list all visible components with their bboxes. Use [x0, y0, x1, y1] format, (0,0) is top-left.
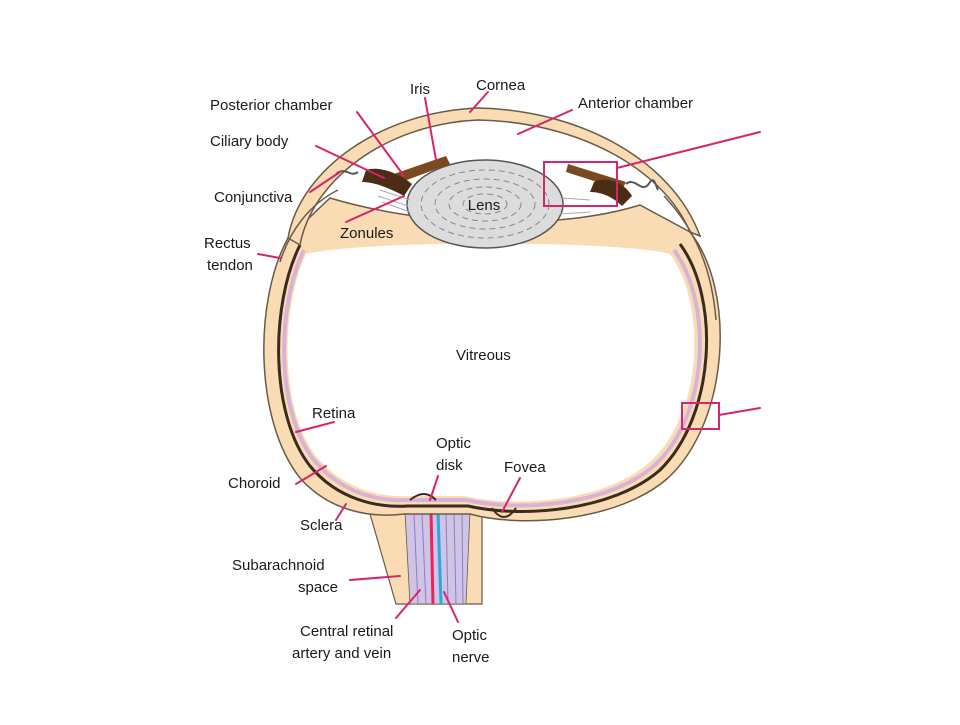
cornea	[287, 107, 702, 247]
lens	[406, 159, 564, 249]
label-retina: Retina	[312, 405, 356, 422]
label-subarachnoid-line2: space	[298, 579, 338, 596]
label-optic-disk-line1: Optic	[436, 435, 472, 452]
retina	[282, 248, 702, 508]
conjunctiva-right	[625, 179, 659, 191]
fovea	[491, 507, 517, 518]
rectus-tendon	[279, 189, 339, 263]
label-central-retinal-line2: artery and vein	[292, 645, 391, 662]
leader-fovea	[501, 477, 521, 513]
label-sclera: Sclera	[300, 517, 343, 534]
leader-conjunctiva	[309, 171, 341, 193]
label-fovea: Fovea	[504, 459, 546, 476]
label-rectus-tendon-line2: tendon	[207, 257, 253, 274]
ciliary-body-left	[362, 168, 412, 196]
leader-optic-disk	[429, 475, 439, 501]
callout-line-angle	[616, 131, 761, 169]
leader-sclera	[335, 503, 347, 521]
leader-zonules	[345, 195, 405, 223]
leader-cornea	[469, 91, 489, 113]
callout-line-retina	[718, 407, 761, 416]
label-cornea: Cornea	[476, 77, 526, 94]
leader-lines	[257, 91, 573, 623]
leader-subarachnoid	[349, 575, 401, 581]
label-central-retinal-line1: Central retinal	[300, 623, 393, 640]
leader-central-retinal	[395, 589, 421, 619]
label-vitreous: Vitreous	[456, 347, 511, 364]
leader-optic-nerve	[443, 591, 459, 623]
lens-rings	[420, 169, 550, 239]
label-optic-disk-line2: disk	[436, 457, 463, 474]
leader-ciliary-body	[315, 145, 385, 179]
callout-box-angle	[543, 161, 618, 207]
leader-posterior-chamber	[356, 111, 405, 177]
leader-rectus-tendon	[257, 253, 281, 259]
label-choroid: Choroid	[228, 475, 281, 492]
vitreous-body	[287, 243, 695, 502]
central-retinal-vein	[436, 511, 443, 605]
ciliary-body-right	[590, 179, 632, 206]
label-posterior-chamber: Posterior chamber	[210, 97, 333, 114]
label-lens: Lens	[468, 197, 501, 214]
leader-retina	[295, 421, 335, 433]
label-optic-nerve-line1: Optic	[452, 627, 488, 644]
label-rectus-tendon-line1: Rectus	[204, 235, 251, 252]
label-subarachnoid-line1: Subarachnoid	[232, 557, 325, 574]
label-optic-nerve-line2: nerve	[452, 649, 490, 666]
choroid	[277, 243, 708, 513]
label-iris: Iris	[410, 81, 430, 98]
leader-iris	[424, 97, 437, 161]
leader-choroid	[295, 465, 327, 485]
label-conjunctiva: Conjunctiva	[214, 189, 293, 206]
central-retinal-artery	[429, 511, 435, 605]
label-anterior-chamber: Anterior chamber	[578, 95, 693, 112]
label-ciliary-body: Ciliary body	[210, 133, 289, 150]
rectus-tendon-right	[663, 195, 717, 321]
leader-anterior-chamber	[517, 109, 573, 135]
optic-disk	[409, 493, 437, 501]
label-zonules: Zonules	[340, 225, 393, 242]
iris-left	[388, 156, 450, 184]
optic-nerve-strands	[413, 513, 464, 605]
